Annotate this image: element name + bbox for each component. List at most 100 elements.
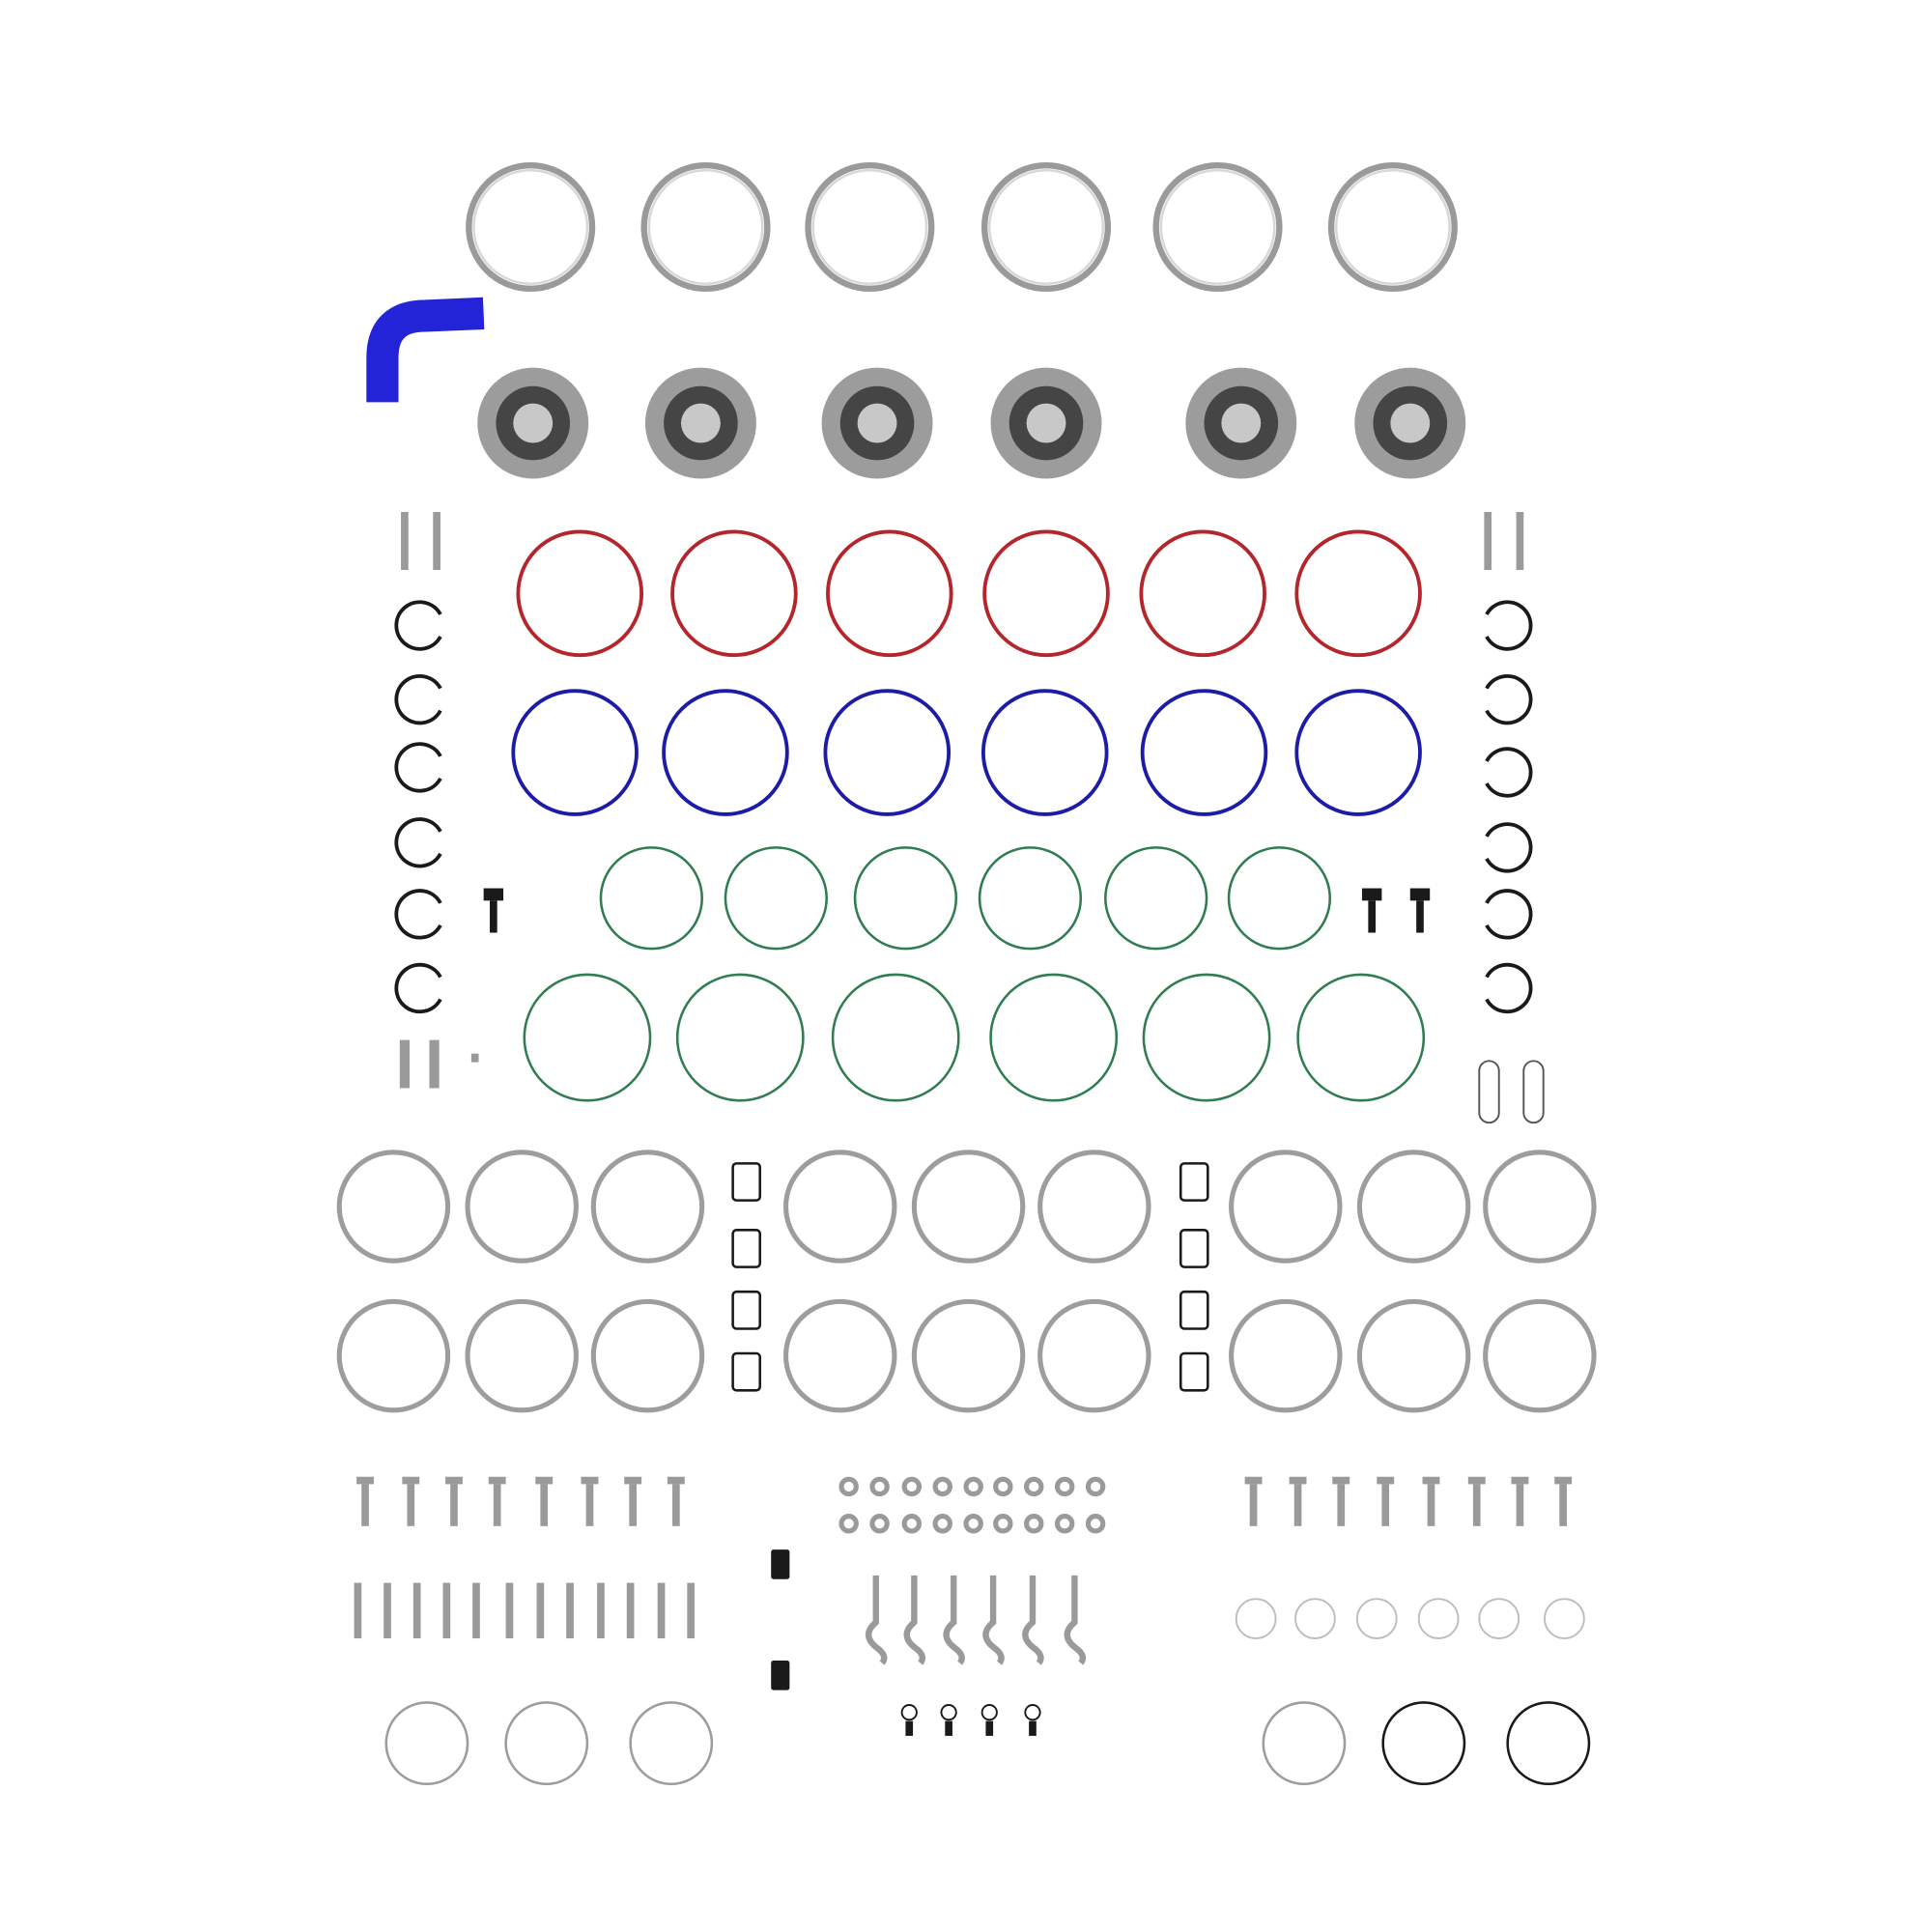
- washer-icon: [1024, 1476, 1044, 1497]
- grey-ring-icon: [384, 1701, 469, 1786]
- grey-ring-icon: [1356, 1298, 1471, 1413]
- bolt-shank: [1472, 1484, 1481, 1526]
- seal-icon: [1185, 367, 1297, 479]
- bolt-icon: [1289, 1476, 1307, 1526]
- blue-o-ring-icon: [511, 689, 639, 816]
- clip-icon: [731, 1229, 761, 1268]
- bolt-head: [1377, 1476, 1395, 1485]
- grey-ring-icon: [590, 1150, 705, 1264]
- metal-ring-icon: [640, 161, 771, 293]
- snap-ring-icon: [394, 817, 442, 868]
- stud-icon: [1484, 512, 1492, 571]
- washer-icon: [1024, 1514, 1044, 1534]
- green-o-ring-icon: [1104, 846, 1208, 951]
- green-o-ring-icon: [523, 973, 652, 1102]
- washer-icon: [993, 1514, 1013, 1534]
- bolt-shank: [361, 1484, 369, 1526]
- washer-icon: [1085, 1514, 1106, 1534]
- green-o-ring-icon: [1227, 846, 1332, 951]
- bolt-icon: [1422, 1476, 1440, 1526]
- wire-loop-icon: [1478, 1060, 1500, 1124]
- fitting-icon: [483, 888, 504, 901]
- grey-ring-icon: [1483, 1150, 1597, 1264]
- green-o-ring-icon: [989, 973, 1119, 1102]
- washer-icon: [869, 1476, 890, 1497]
- push-pin-icon: [1029, 1720, 1037, 1736]
- clip-icon: [1179, 1351, 1209, 1392]
- snap-ring-icon: [1485, 889, 1533, 940]
- metal-ring-icon: [987, 168, 1105, 286]
- green-o-ring-icon: [978, 846, 1083, 951]
- washer-icon: [1054, 1514, 1075, 1534]
- bolt-head: [1467, 1476, 1486, 1485]
- pin-icon: [412, 1582, 421, 1639]
- snap-ring-icon: [394, 962, 442, 1014]
- bolt-shank: [1381, 1484, 1390, 1526]
- seal-center: [1221, 403, 1262, 443]
- washer-icon: [963, 1514, 983, 1534]
- grey-ring-icon: [504, 1701, 589, 1786]
- bolt-shank: [1293, 1484, 1302, 1526]
- bolt-icon: [1244, 1476, 1263, 1526]
- stud-icon: [433, 512, 440, 571]
- push-pin-icon: [900, 1704, 918, 1721]
- wire-loop-icon: [1522, 1060, 1545, 1124]
- pin-icon: [536, 1582, 545, 1639]
- snap-ring-icon: [1485, 822, 1533, 873]
- washer-icon: [1054, 1476, 1075, 1497]
- metal-ring-icon: [472, 168, 589, 286]
- metal-ring-icon: [1159, 168, 1276, 286]
- snap-ring-icon: [1485, 747, 1533, 798]
- washer-icon: [869, 1514, 890, 1534]
- wire-hook-icon: [865, 1575, 888, 1665]
- pin-icon: [687, 1582, 696, 1639]
- snap-ring-icon: [394, 742, 442, 793]
- hose-elbow-icon: [366, 297, 485, 403]
- pin-icon: [429, 1039, 440, 1089]
- bolt-head: [581, 1476, 599, 1485]
- washer-icon: [901, 1514, 923, 1534]
- wire-hook-icon: [903, 1575, 926, 1665]
- blue-o-ring-icon: [1294, 689, 1422, 816]
- thin-ring-icon: [1294, 1598, 1336, 1639]
- bolt-shank: [493, 1484, 501, 1526]
- bolt-head: [402, 1476, 420, 1485]
- grey-ring-icon: [1483, 1298, 1597, 1413]
- bolt-head: [624, 1476, 642, 1485]
- fitting-icon: [1416, 900, 1424, 933]
- bolt-head: [356, 1476, 374, 1485]
- bolt-icon: [402, 1476, 420, 1526]
- seal-icon: [821, 367, 933, 479]
- seal-center: [1390, 403, 1431, 443]
- thin-ring-icon: [1355, 1598, 1398, 1639]
- metal-ring-icon: [980, 161, 1112, 293]
- metal-ring-icon: [647, 168, 764, 286]
- metal-ring-icon: [466, 161, 596, 293]
- grey-ring-icon: [1262, 1701, 1347, 1786]
- blue-o-ring-icon: [1140, 689, 1268, 816]
- bolt-shank: [629, 1484, 638, 1526]
- metal-ring-icon: [805, 161, 935, 293]
- bolt-head: [1244, 1476, 1263, 1485]
- grey-ring-icon: [465, 1150, 579, 1264]
- clip-icon: [731, 1162, 761, 1202]
- snap-ring-icon: [394, 889, 442, 940]
- green-o-ring-icon: [831, 973, 960, 1102]
- bolt-shank: [540, 1484, 549, 1526]
- bolt-icon: [356, 1476, 374, 1526]
- green-o-ring-icon: [724, 846, 828, 951]
- black-o-ring-icon: [1506, 1701, 1591, 1786]
- clip-icon: [731, 1290, 761, 1330]
- push-pin-icon: [945, 1720, 952, 1736]
- snap-ring-icon: [394, 600, 442, 651]
- grey-ring-icon: [1229, 1298, 1343, 1413]
- grey-ring-icon: [911, 1298, 1026, 1413]
- fitting-icon: [1361, 888, 1382, 901]
- seal-center: [513, 403, 554, 443]
- wire-hook-icon: [982, 1575, 1005, 1665]
- black-clip-icon: [771, 1661, 790, 1690]
- thin-ring-icon: [1417, 1598, 1460, 1639]
- bolt-head: [1422, 1476, 1440, 1485]
- pin-icon: [597, 1582, 605, 1639]
